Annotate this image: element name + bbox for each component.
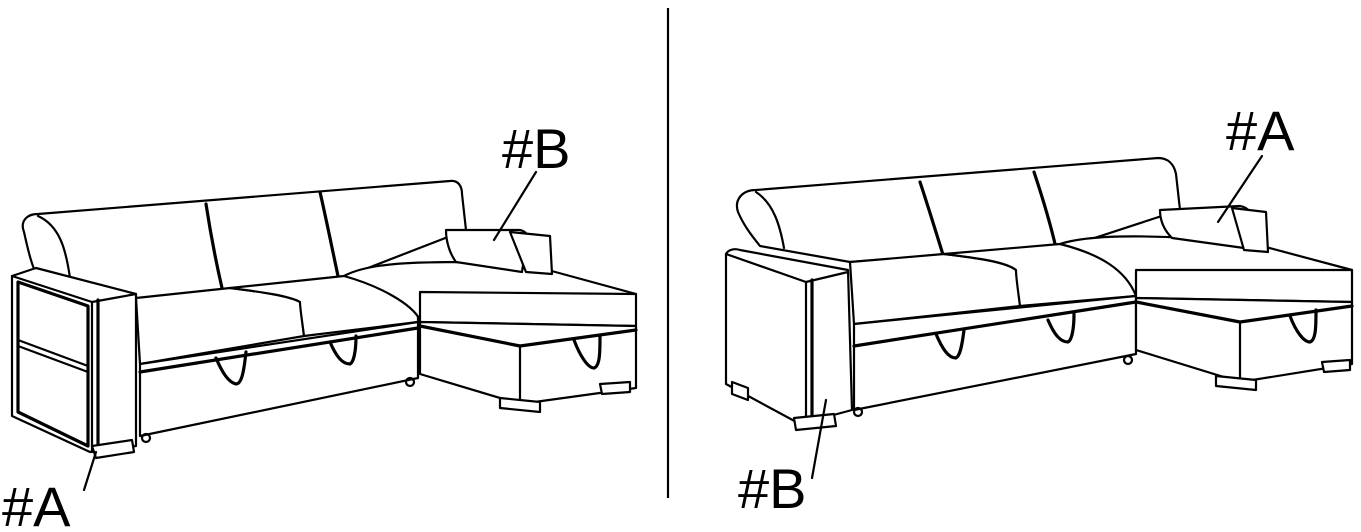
right-arm-label: #B: [738, 457, 807, 520]
right-chaise-leader: [1216, 154, 1264, 224]
left-chaise-leader: [492, 170, 538, 242]
left-arm-leader: [82, 450, 98, 492]
left-chaise-label: #B: [502, 117, 571, 180]
right-chaise-label: #A: [1226, 99, 1295, 162]
right-sofa-illustration: [724, 156, 1354, 432]
left-arm-label: #A: [2, 475, 71, 532]
right-arm-leader: [810, 398, 828, 480]
left-sofa-illustration: [10, 179, 638, 460]
